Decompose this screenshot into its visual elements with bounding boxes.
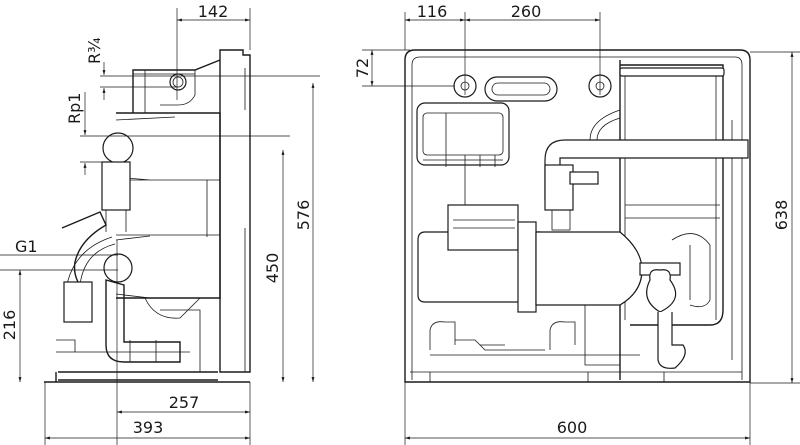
discharge-pipe xyxy=(544,139,749,201)
motor-flange xyxy=(517,221,537,313)
dim-label-116: 116 xyxy=(417,2,448,21)
pump-body xyxy=(535,231,643,306)
dim-label-638: 638 xyxy=(772,200,791,231)
base-plate xyxy=(44,371,250,383)
dim-label-450: 450 xyxy=(263,253,282,284)
label-g1: G1 xyxy=(15,237,38,256)
outlet-elbow xyxy=(646,269,677,313)
label-r34: R¾ xyxy=(85,37,104,64)
dim-label-393: 393 xyxy=(133,418,164,437)
dim-label-216: 216 xyxy=(0,310,19,341)
check-valve xyxy=(544,164,574,211)
handle-slot xyxy=(484,76,558,102)
vent-port-r34 xyxy=(169,73,187,91)
tank-body xyxy=(116,112,221,299)
pump-feet xyxy=(429,305,640,366)
inlet-valve xyxy=(101,161,131,211)
drain-pipe xyxy=(105,279,181,363)
dim-label-600: 600 xyxy=(557,418,588,437)
side-view-dimensions: 142 576 450 216 257 393 R¾ Rp1 G1 xyxy=(0,2,320,445)
collection-tank xyxy=(619,60,724,380)
dim-label-142: 142 xyxy=(198,2,229,21)
back-plate xyxy=(219,49,251,373)
control-box xyxy=(416,102,510,166)
outlet-port-g1 xyxy=(103,253,133,283)
label-rp1: Rp1 xyxy=(65,93,84,124)
housing-outline xyxy=(404,49,751,383)
dim-label-257: 257 xyxy=(169,393,200,412)
inlet-port-rp1 xyxy=(102,132,134,164)
motor-box xyxy=(63,281,93,323)
dim-label-576: 576 xyxy=(294,200,313,231)
front-view xyxy=(404,49,751,383)
dim-label-72: 72 xyxy=(353,58,372,78)
vent-block xyxy=(132,59,221,113)
front-view-dimensions: 116 260 72 638 600 xyxy=(353,2,800,445)
terminal-box xyxy=(447,204,519,251)
dim-label-260: 260 xyxy=(511,2,542,21)
